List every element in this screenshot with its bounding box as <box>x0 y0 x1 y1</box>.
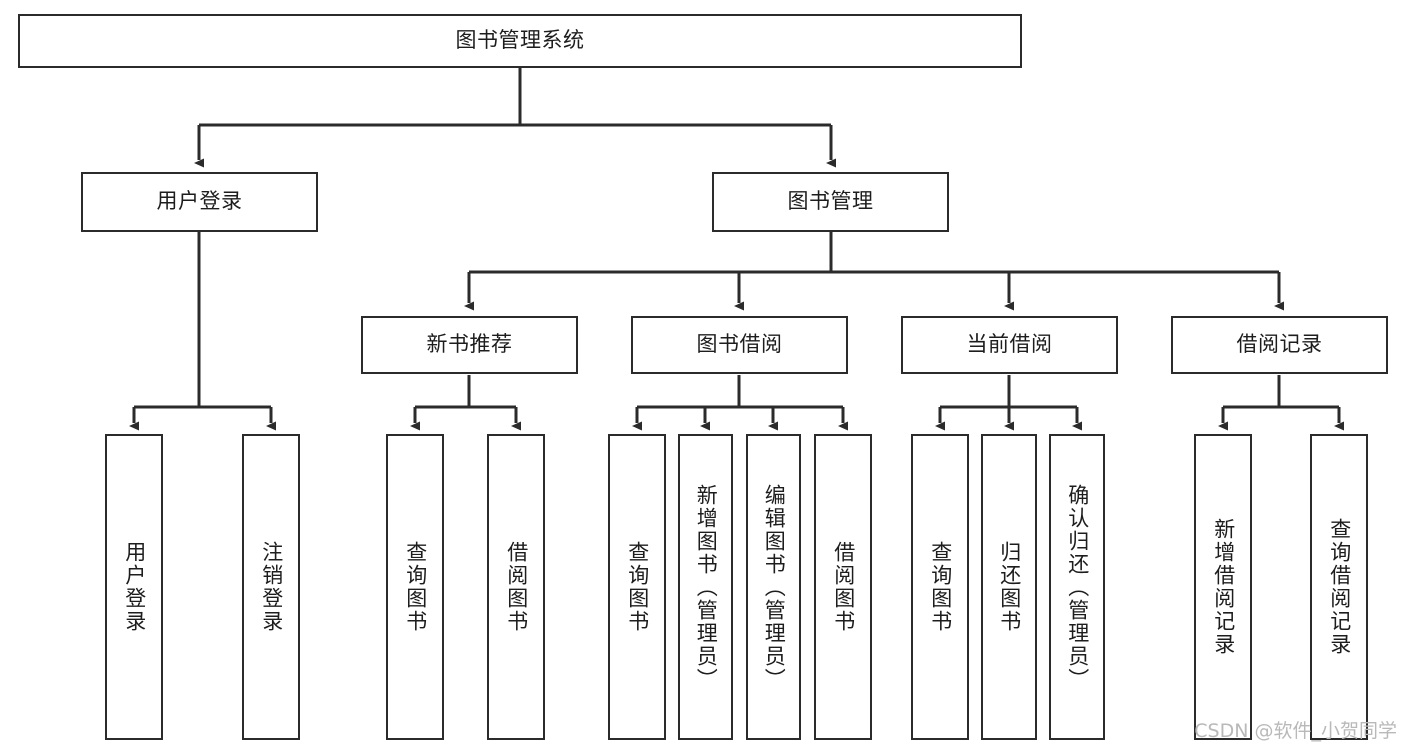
leaf-confirm-return-admin-label: 确认归还（管理员） <box>1065 483 1090 691</box>
node-current-borrow[interactable]: 当前借阅 <box>901 316 1118 374</box>
leaf-user-login-label: 用户登录 <box>122 541 147 633</box>
leaf-query-borrow-record[interactable]: 查询借阅记录 <box>1310 434 1368 740</box>
node-new-book-recommend[interactable]: 新书推荐 <box>361 316 578 374</box>
node-current-borrow-label: 当前借阅 <box>966 332 1053 357</box>
leaf-add-borrow-record[interactable]: 新增借阅记录 <box>1194 434 1252 740</box>
node-book-management[interactable]: 图书管理 <box>712 172 949 232</box>
leaf-logout-label: 注销登录 <box>259 541 284 633</box>
leaf-user-login[interactable]: 用户登录 <box>105 434 163 740</box>
edges-currentborrow-to-leaves <box>935 375 1082 431</box>
leaf-query-borrow-record-label: 查询借阅记录 <box>1327 518 1352 656</box>
leaf-query-book-current[interactable]: 查询图书 <box>911 434 969 740</box>
leaf-query-book-borrow[interactable]: 查询图书 <box>608 434 666 740</box>
leaf-add-book-admin[interactable]: 新增图书（管理员） <box>678 434 733 740</box>
leaf-add-book-admin-label: 新增图书（管理员） <box>694 483 719 691</box>
node-borrow-record-label: 借阅记录 <box>1236 332 1323 357</box>
leaf-logout[interactable]: 注销登录 <box>242 434 300 740</box>
leaf-borrow-book-label: 借阅图书 <box>831 541 856 633</box>
node-user-login[interactable]: 用户登录 <box>81 172 318 232</box>
leaf-query-book-borrow-label: 查询图书 <box>625 541 650 633</box>
leaf-query-book-recommend[interactable]: 查询图书 <box>386 434 444 740</box>
leaf-borrow-book-recommend-label: 借阅图书 <box>504 541 529 633</box>
node-root-book-management-system[interactable]: 图书管理系统 <box>18 14 1022 68</box>
leaf-add-borrow-record-label: 新增借阅记录 <box>1211 518 1236 656</box>
node-new-book-recommend-label: 新书推荐 <box>426 332 513 357</box>
leaf-query-book-current-label: 查询图书 <box>928 541 953 633</box>
node-user-login-label: 用户登录 <box>156 189 243 214</box>
leaf-edit-book-admin-label: 编辑图书（管理员） <box>762 483 787 691</box>
edges-root-to-level2 <box>194 68 836 168</box>
edges-bookmgmt-to-level3 <box>464 232 1284 311</box>
edges-bookborrow-to-leaves <box>632 375 848 431</box>
edges-userlogin-to-leaves <box>129 232 276 431</box>
leaf-borrow-book-recommend[interactable]: 借阅图书 <box>487 434 545 740</box>
node-root-label: 图书管理系统 <box>455 28 585 53</box>
leaf-borrow-book[interactable]: 借阅图书 <box>814 434 872 740</box>
leaf-query-book-recommend-label: 查询图书 <box>403 541 428 633</box>
edges-borrowrecord-to-leaves <box>1218 375 1344 431</box>
node-book-borrow-label: 图书借阅 <box>696 332 783 357</box>
leaf-return-book-label: 归还图书 <box>997 541 1022 633</box>
leaf-return-book[interactable]: 归还图书 <box>981 434 1037 740</box>
node-book-borrow[interactable]: 图书借阅 <box>631 316 848 374</box>
node-borrow-record[interactable]: 借阅记录 <box>1171 316 1388 374</box>
edges-newbook-to-leaves <box>410 375 521 431</box>
leaf-confirm-return-admin[interactable]: 确认归还（管理员） <box>1049 434 1105 740</box>
node-book-management-label: 图书管理 <box>787 189 874 214</box>
leaf-edit-book-admin[interactable]: 编辑图书（管理员） <box>746 434 801 740</box>
